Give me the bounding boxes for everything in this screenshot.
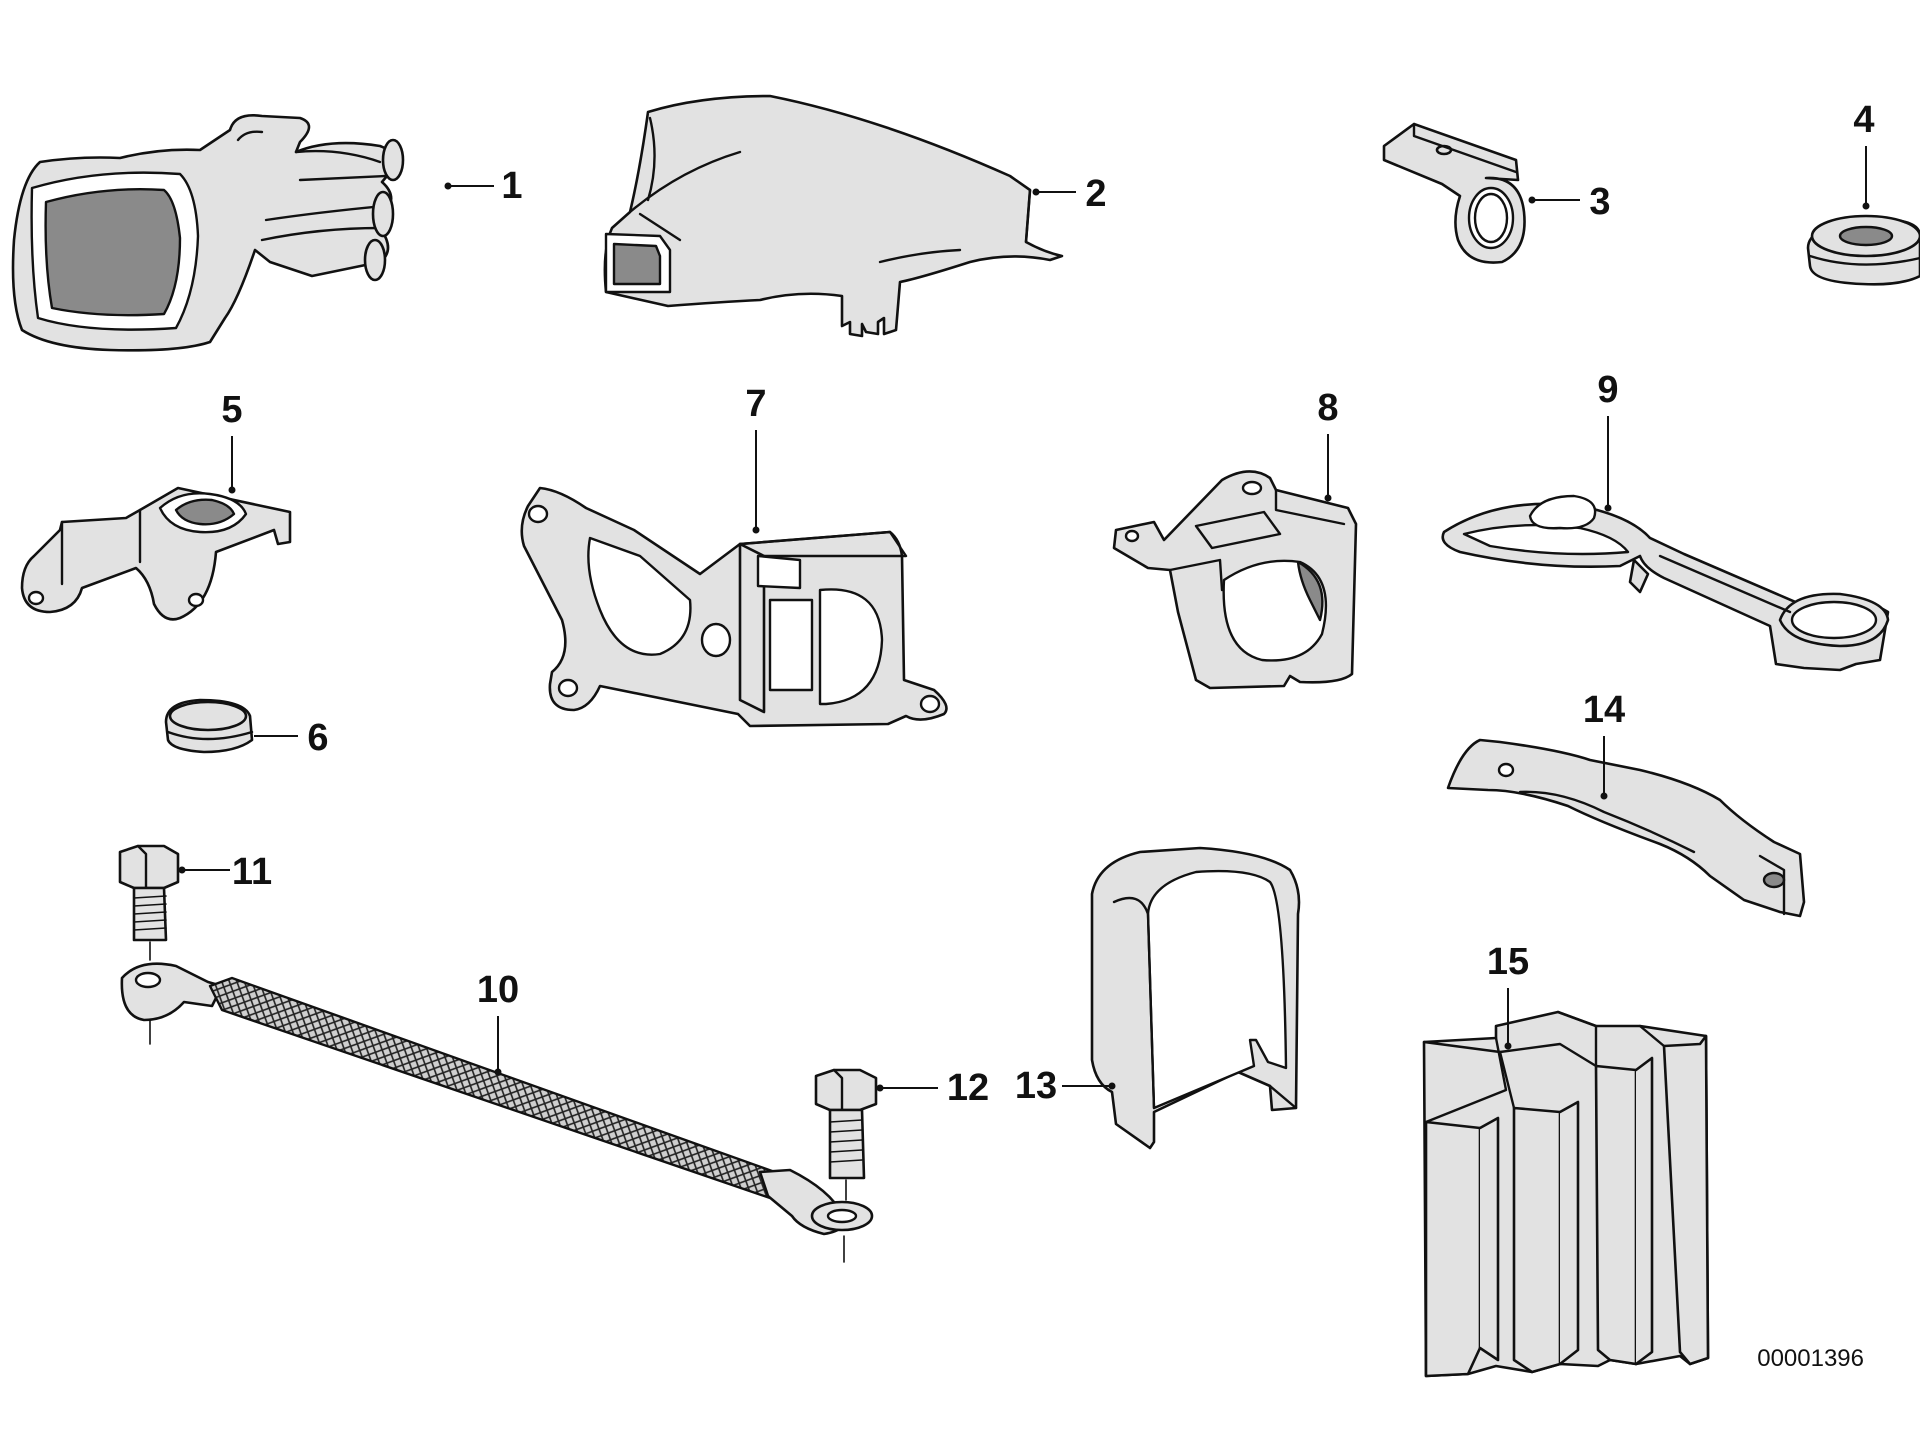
svg-text:1: 1 xyxy=(501,165,522,207)
part-2-duct-cover xyxy=(603,94,1064,338)
part-6-plug xyxy=(164,698,254,754)
svg-text:9: 9 xyxy=(1597,369,1618,411)
part-8-clip-bracket xyxy=(1112,470,1358,690)
callout-12: 12 xyxy=(876,1067,989,1109)
svg-text:10: 10 xyxy=(477,969,519,1011)
callout-8: 8 xyxy=(1317,387,1339,502)
part-10-ground-strap xyxy=(120,962,874,1263)
callout-5: 5 xyxy=(221,389,243,494)
callout-11: 11 xyxy=(178,851,272,893)
callout-15: 15 xyxy=(1487,941,1529,1050)
svg-text:12: 12 xyxy=(947,1067,989,1109)
callout-10: 10 xyxy=(477,969,519,1076)
part-9-cable-holder xyxy=(1441,494,1890,672)
callout-6: 6 xyxy=(254,717,329,759)
part-1-sleeve xyxy=(11,114,405,352)
part-3-ring-bracket xyxy=(1382,122,1526,264)
part-15-connector-block xyxy=(1422,1010,1710,1378)
part-14-strap-bracket xyxy=(1446,738,1806,918)
svg-text:11: 11 xyxy=(232,851,272,893)
svg-text:13: 13 xyxy=(1015,1065,1057,1107)
callout-4: 4 xyxy=(1853,99,1875,210)
callout-3: 3 xyxy=(1528,181,1611,223)
callout-1: 1 xyxy=(444,165,523,207)
callout-9: 9 xyxy=(1597,369,1619,512)
svg-text:2: 2 xyxy=(1085,173,1106,215)
svg-text:4: 4 xyxy=(1853,99,1874,141)
svg-text:5: 5 xyxy=(221,389,242,431)
svg-text:3: 3 xyxy=(1589,181,1610,223)
reference-number: 00001396 xyxy=(1757,1345,1864,1372)
svg-text:14: 14 xyxy=(1583,689,1625,731)
part-4-grommet xyxy=(1806,214,1920,286)
part-7-mounting-plate xyxy=(520,486,948,728)
part-11-bolt xyxy=(118,844,180,961)
svg-text:15: 15 xyxy=(1487,941,1529,983)
part-13-cover-cap xyxy=(1090,846,1301,1150)
callout-13: 13 xyxy=(1015,1065,1116,1107)
svg-text:6: 6 xyxy=(307,717,328,759)
part-12-bolt xyxy=(814,1068,878,1201)
svg-text:8: 8 xyxy=(1317,387,1338,429)
part-5-bracket xyxy=(20,486,292,621)
svg-text:7: 7 xyxy=(745,383,766,425)
callout-2: 2 xyxy=(1032,173,1107,215)
callout-14: 14 xyxy=(1583,689,1625,800)
callout-7: 7 xyxy=(745,383,767,534)
